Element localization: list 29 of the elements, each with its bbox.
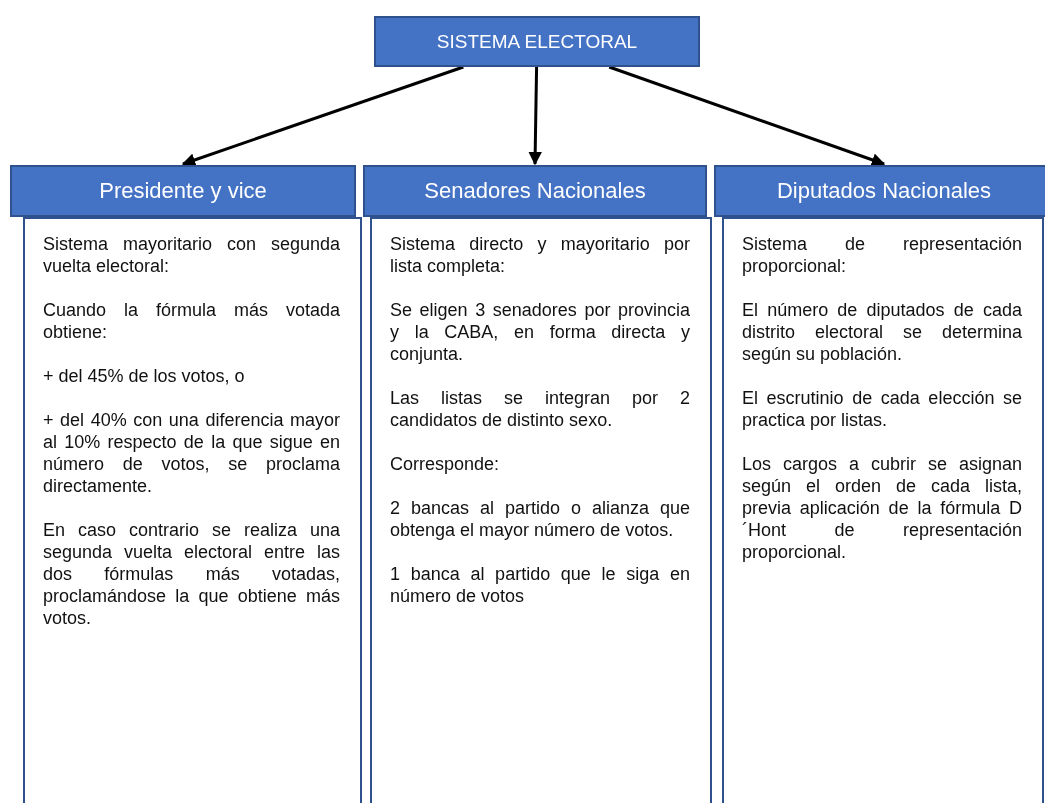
arrow	[181, 65, 464, 167]
arrow	[608, 65, 886, 167]
paragraph: En caso contrario se realiza una segunda vuelta electoral entre las dos fórmulas más votadas, proclamándose la que obtiene más votos.	[43, 519, 340, 629]
paragraph: Se eligen 3 senadores por provincia y la CABA, en forma directa y conjunta.	[390, 299, 690, 365]
paragraph: Las listas se integran por 2 candidatos de distinto sexo.	[390, 387, 690, 431]
arrow	[528, 66, 542, 166]
paragraph: Sistema de representación proporcional:	[742, 233, 1022, 277]
text-panel	[370, 217, 712, 803]
header-text: SISTEMA ELECTORAL	[436, 30, 638, 53]
header-text: Presidente y vice	[99, 178, 267, 204]
paragraph: + del 45% de los votos, o	[43, 365, 246, 387]
category-header	[714, 165, 1045, 217]
header-text: Senadores Nacionales	[424, 178, 646, 204]
category-header	[363, 165, 707, 217]
header-text: Diputados Nacionales	[777, 178, 991, 204]
paragraph: El escrutinio de cada elección se practica por listas.	[742, 387, 1022, 431]
category-header	[10, 165, 356, 217]
text-panel	[722, 217, 1044, 803]
paragraph: Sistema mayoritario con segunda vuelta electoral:	[43, 233, 340, 277]
paragraph: + del 40% con una diferencia mayor al 10% respecto de la que sigue en número de votos, se proclama directamente.	[43, 409, 340, 497]
paragraph: 2 bancas al partido o alianza que obtenga el mayor número de votos.	[390, 497, 690, 541]
text-panel	[23, 217, 362, 803]
paragraph: 1 banca al partido que le siga en número de votos	[390, 563, 690, 607]
paragraph: El número de diputados de cada distrito electoral se determina según su población.	[742, 299, 1022, 365]
paragraph: Cuando la fórmula más votada obtiene:	[43, 299, 340, 343]
paragraph: Los cargos a cubrir se asignan según el orden de cada lista, previa aplicación de la fórmula D´Hont de representación proporcional.	[742, 453, 1022, 563]
paragraph: Sistema directo y mayoritario por lista completa:	[390, 233, 690, 277]
paragraph: Corresponde:	[390, 453, 501, 475]
title-box	[374, 16, 700, 67]
